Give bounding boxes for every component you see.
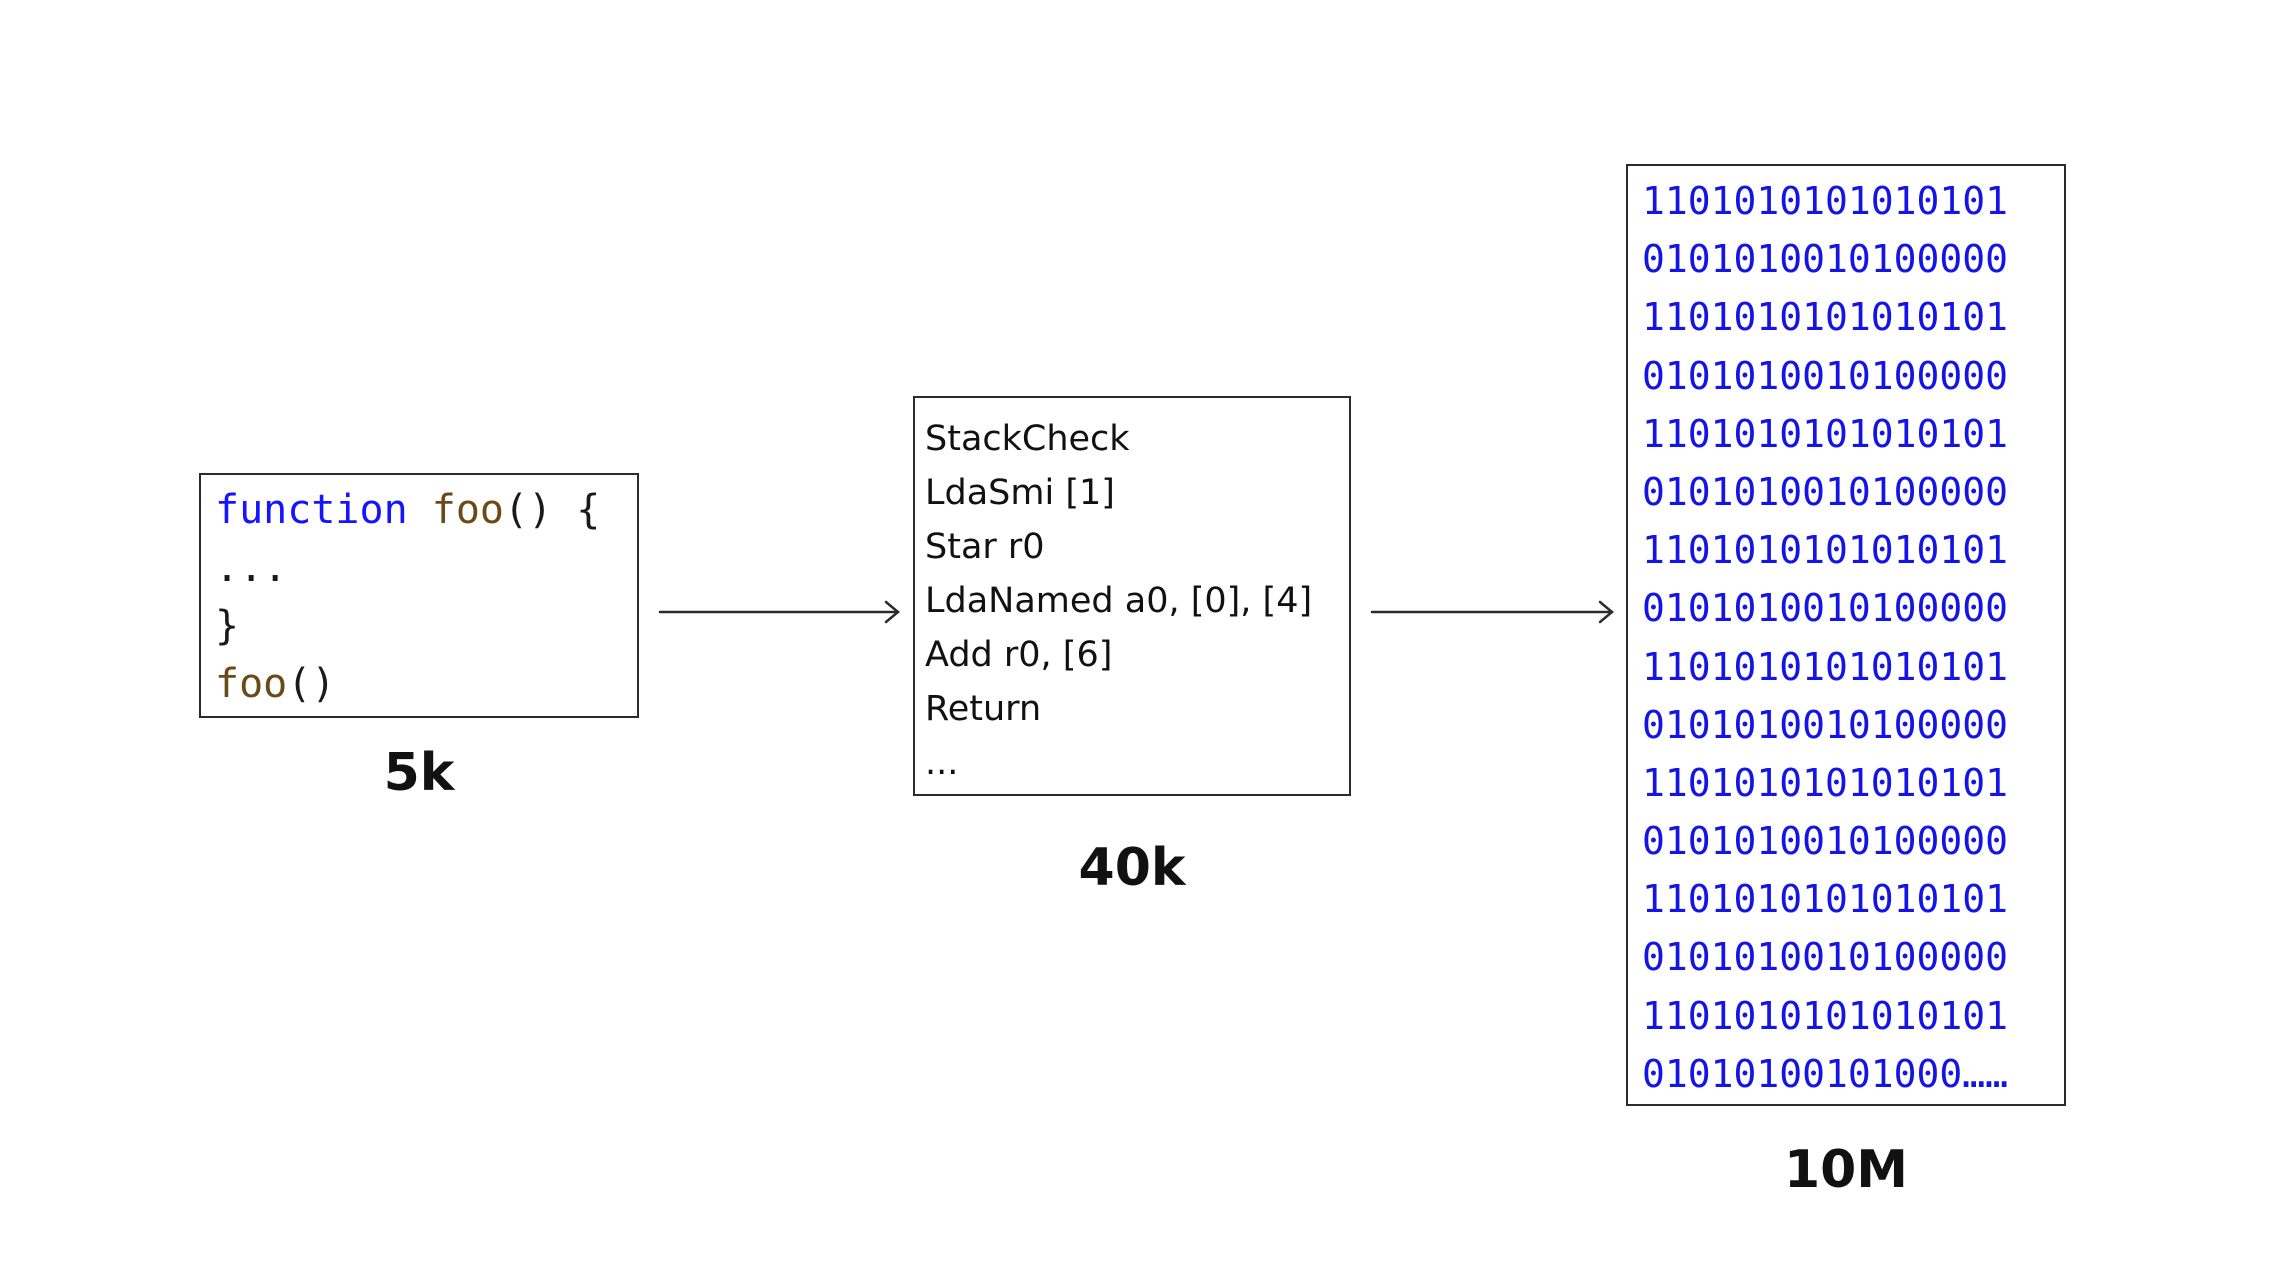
arrow-source-to-bytecode [658, 600, 900, 624]
bytecode-line: LdaNamed a0, [0], [4] [925, 581, 1313, 621]
binary-line: 1101010101010101 [1642, 877, 2009, 922]
binary-line: 1101010101010101 [1642, 411, 2009, 456]
binary-line: 1101010101010101 [1642, 644, 2009, 689]
binary-line: 0101010010100000 [1642, 469, 2009, 514]
binary-line: 0101010010100000 [1642, 935, 2009, 980]
keyword-token: function [215, 487, 408, 533]
bytecode-line: Return [925, 689, 1042, 729]
binary-line: 0101010010100000 [1642, 353, 2009, 398]
source-line-1: function foo() { [215, 481, 637, 539]
binary-line: 0101010010100000 [1642, 237, 2009, 282]
binary-line: 0101010010100000 [1642, 702, 2009, 747]
binary-line: 1101010101010101 [1642, 528, 2009, 573]
binary-line: 01010100101000…… [1642, 1051, 2009, 1096]
arrow-bytecode-to-machine-code [1370, 600, 1614, 624]
function-name-token: foo [431, 487, 504, 533]
binary-line: 1101010101010101 [1642, 179, 2009, 223]
punctuation-token: () [287, 661, 336, 707]
binary-line: 1101010101010101 [1642, 295, 2009, 340]
source-code-box: function foo() { ... } foo() [199, 473, 639, 718]
binary-line: 0101010010100000 [1642, 586, 2009, 631]
bytecode-line: Star r0 [925, 527, 1045, 567]
bytecode-line: LdaSmi [1] [925, 473, 1115, 513]
punctuation-token: () { [504, 487, 601, 533]
bytecode-line: Add r0, [6] [925, 635, 1113, 675]
binary-line: 0101010010100000 [1642, 819, 2009, 864]
binary-line: 1101010101010101 [1642, 993, 2009, 1038]
bytecode-box: StackCheck LdaSmi [1] Star r0 LdaNamed a… [913, 396, 1351, 796]
bytecode-size-label: 40k [1078, 838, 1186, 898]
machine-code-size-label: 10M [1783, 1140, 1909, 1200]
source-line-3: } [215, 603, 240, 649]
source-size-label: 5k [383, 743, 455, 803]
function-call-token: foo [215, 661, 288, 707]
binary-line: 1101010101010101 [1642, 760, 2009, 805]
source-line-4: foo() [215, 655, 637, 713]
source-line-2: ... [215, 545, 288, 591]
machine-code-box: 1101010101010101 0101010010100000 110101… [1626, 164, 2066, 1106]
bytecode-line: ... [925, 743, 959, 783]
bytecode-line: StackCheck [925, 419, 1130, 459]
